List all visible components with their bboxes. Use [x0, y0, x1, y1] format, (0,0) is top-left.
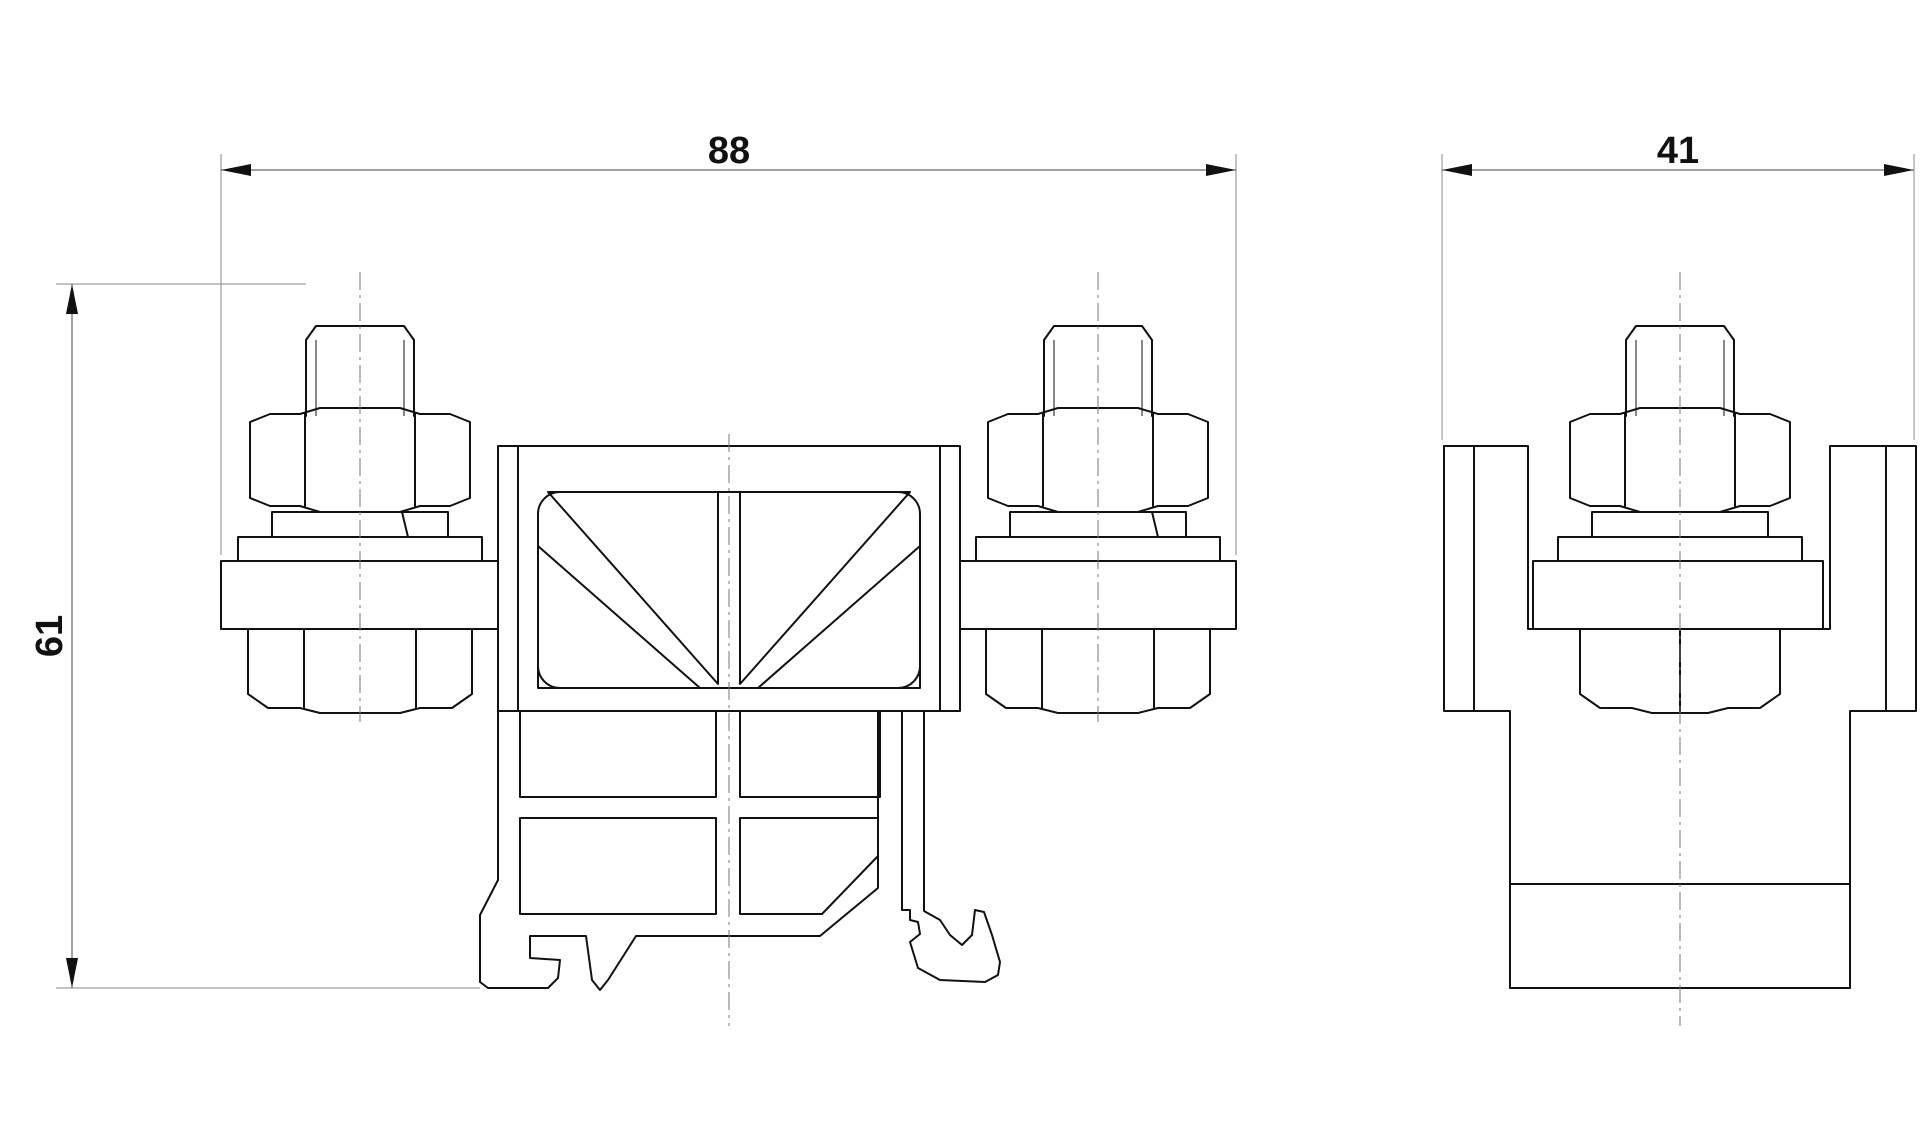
dimension-side-width: 41	[1441, 130, 1915, 440]
dimension-41-label: 41	[1657, 130, 1699, 172]
side-view	[1443, 272, 1917, 1026]
right-spring-washer	[1151, 511, 1159, 538]
side-left-upright	[1443, 445, 1534, 630]
side-busbar	[1532, 560, 1824, 630]
side-body-outline	[1443, 445, 1917, 989]
dimension-88-label: 88	[708, 130, 750, 172]
insulator-body	[497, 445, 961, 712]
dimension-height: 61	[29, 283, 480, 989]
dimension-61-label: 61	[29, 615, 71, 657]
dimension-front-width: 88	[220, 130, 1237, 555]
din-rail-foot	[479, 710, 1001, 991]
front-view	[220, 272, 1237, 1026]
left-spring-washer	[401, 511, 409, 538]
